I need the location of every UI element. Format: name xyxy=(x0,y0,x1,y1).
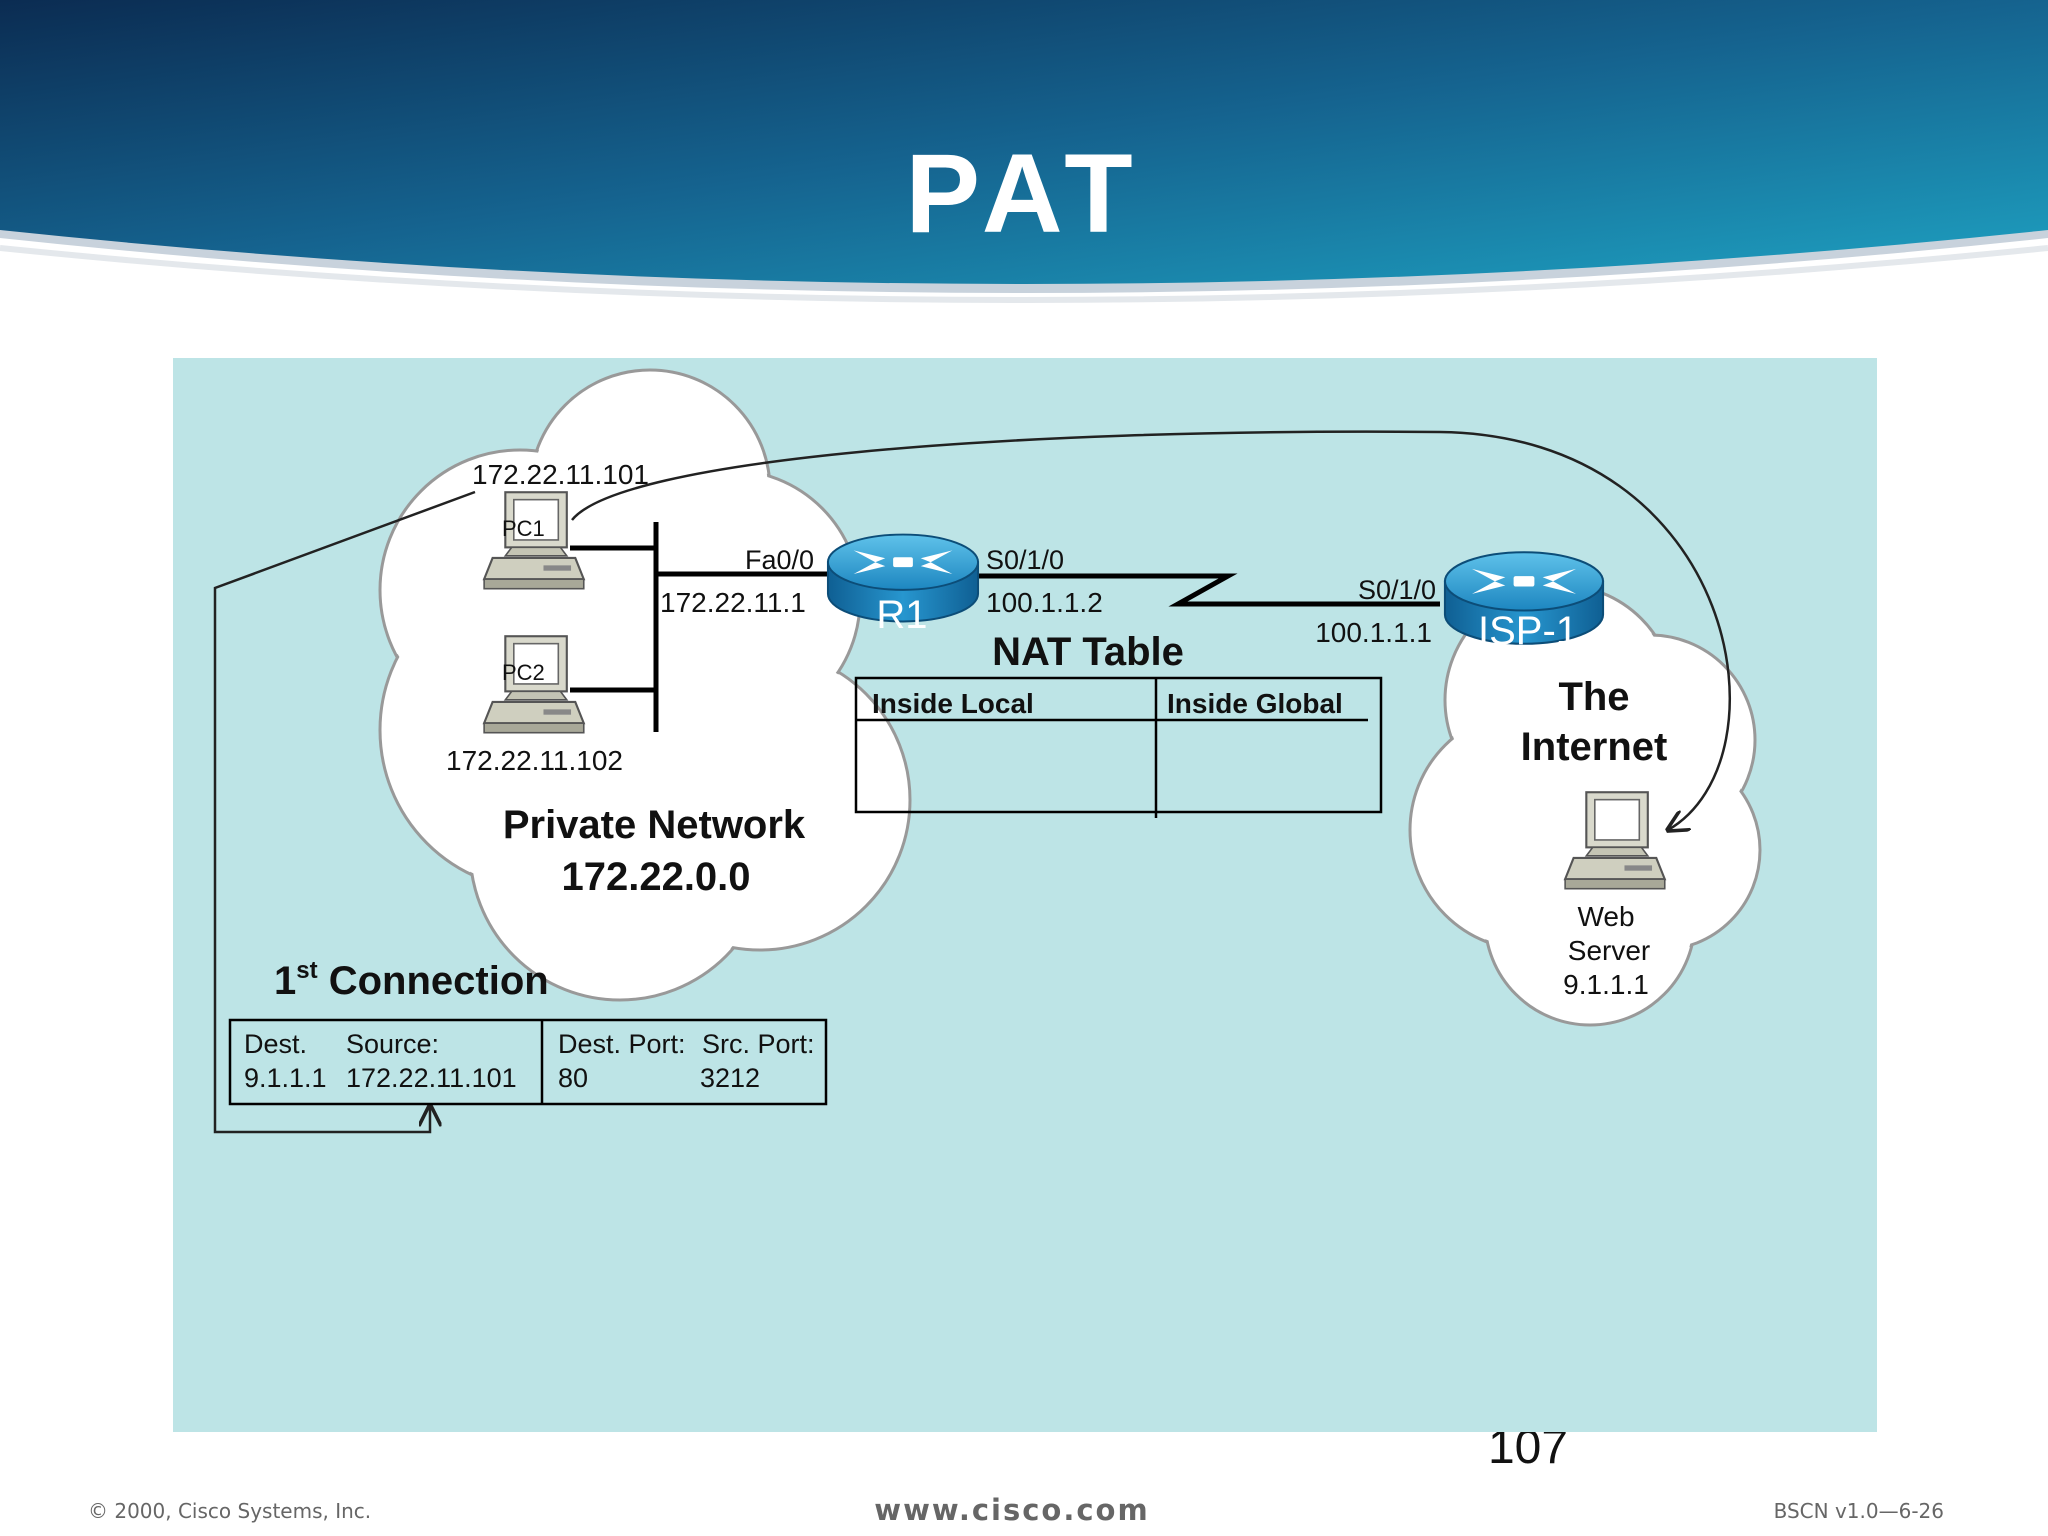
packet-dest-value: 9.1.1.1 xyxy=(244,1063,327,1093)
serial-link xyxy=(976,573,1440,607)
connection-path xyxy=(213,430,1731,1134)
private-network-address: 172.22.0.0 xyxy=(561,855,750,899)
internet-title-line1: The xyxy=(1558,675,1629,719)
packet-source-value: 172.22.11.101 xyxy=(346,1063,517,1093)
connection-title-prefix: 1 xyxy=(274,959,296,1003)
nat-header-inside-global: Inside Global xyxy=(1167,688,1343,719)
footer-course-code: BSCN v1.0—6-26 xyxy=(1774,1499,1944,1523)
web-server-label-line1: Web xyxy=(1577,901,1634,932)
footer-website[interactable]: www.cisco.com xyxy=(874,1493,1149,1527)
internet-title-line2: Internet xyxy=(1521,725,1668,769)
isp-serial-ip-label: 100.1.1.1 xyxy=(1315,617,1432,648)
packet-dest-label: Dest. xyxy=(244,1029,307,1059)
connection-packet-table xyxy=(228,1018,828,1106)
web-server-label-line2: Server xyxy=(1568,935,1650,966)
r1-serial-interface-label: S0/1/0 xyxy=(986,545,1064,575)
private-network-title: Private Network xyxy=(503,803,806,847)
connection-title-rest: Connection xyxy=(318,959,549,1003)
header-band xyxy=(0,0,2048,303)
slide-title: PAT xyxy=(905,131,1142,256)
pc2-ip-label: 172.22.11.102 xyxy=(446,745,623,776)
pc1-ip-label: 172.22.11.101 xyxy=(472,459,649,490)
packet-dest-port-label: Dest. Port: xyxy=(558,1029,686,1059)
packet-src-port-label: Src. Port: xyxy=(702,1029,815,1059)
r1-fa-ip-label: 172.22.11.1 xyxy=(660,587,806,618)
packet-dest-port-value: 80 xyxy=(558,1063,588,1093)
packet-source-label: Source: xyxy=(346,1029,439,1059)
pc1-label: PC1 xyxy=(502,516,545,541)
pc2-label: PC2 xyxy=(502,660,545,685)
nat-header-inside-local: Inside Local xyxy=(872,688,1034,719)
nat-table-title: NAT Table xyxy=(992,630,1184,674)
isp-label: ISP-1 xyxy=(1478,609,1578,653)
r1-serial-ip-label: 100.1.1.2 xyxy=(986,587,1103,618)
r1-fa-interface-label: Fa0/0 xyxy=(745,545,814,575)
footer-copyright: © 2000, Cisco Systems, Inc. xyxy=(88,1499,371,1523)
web-server-ip-label: 9.1.1.1 xyxy=(1563,969,1649,1000)
packet-src-port-value: 3212 xyxy=(700,1063,760,1093)
connection-title-superscript: st xyxy=(296,957,317,984)
isp-serial-interface-label: S0/1/0 xyxy=(1358,575,1436,605)
connection-title: 1st Connection xyxy=(274,957,549,1003)
private-network-cloud xyxy=(378,368,912,1002)
nat-table xyxy=(854,676,1383,818)
lan-segment xyxy=(570,522,830,732)
r1-label: R1 xyxy=(876,593,927,637)
